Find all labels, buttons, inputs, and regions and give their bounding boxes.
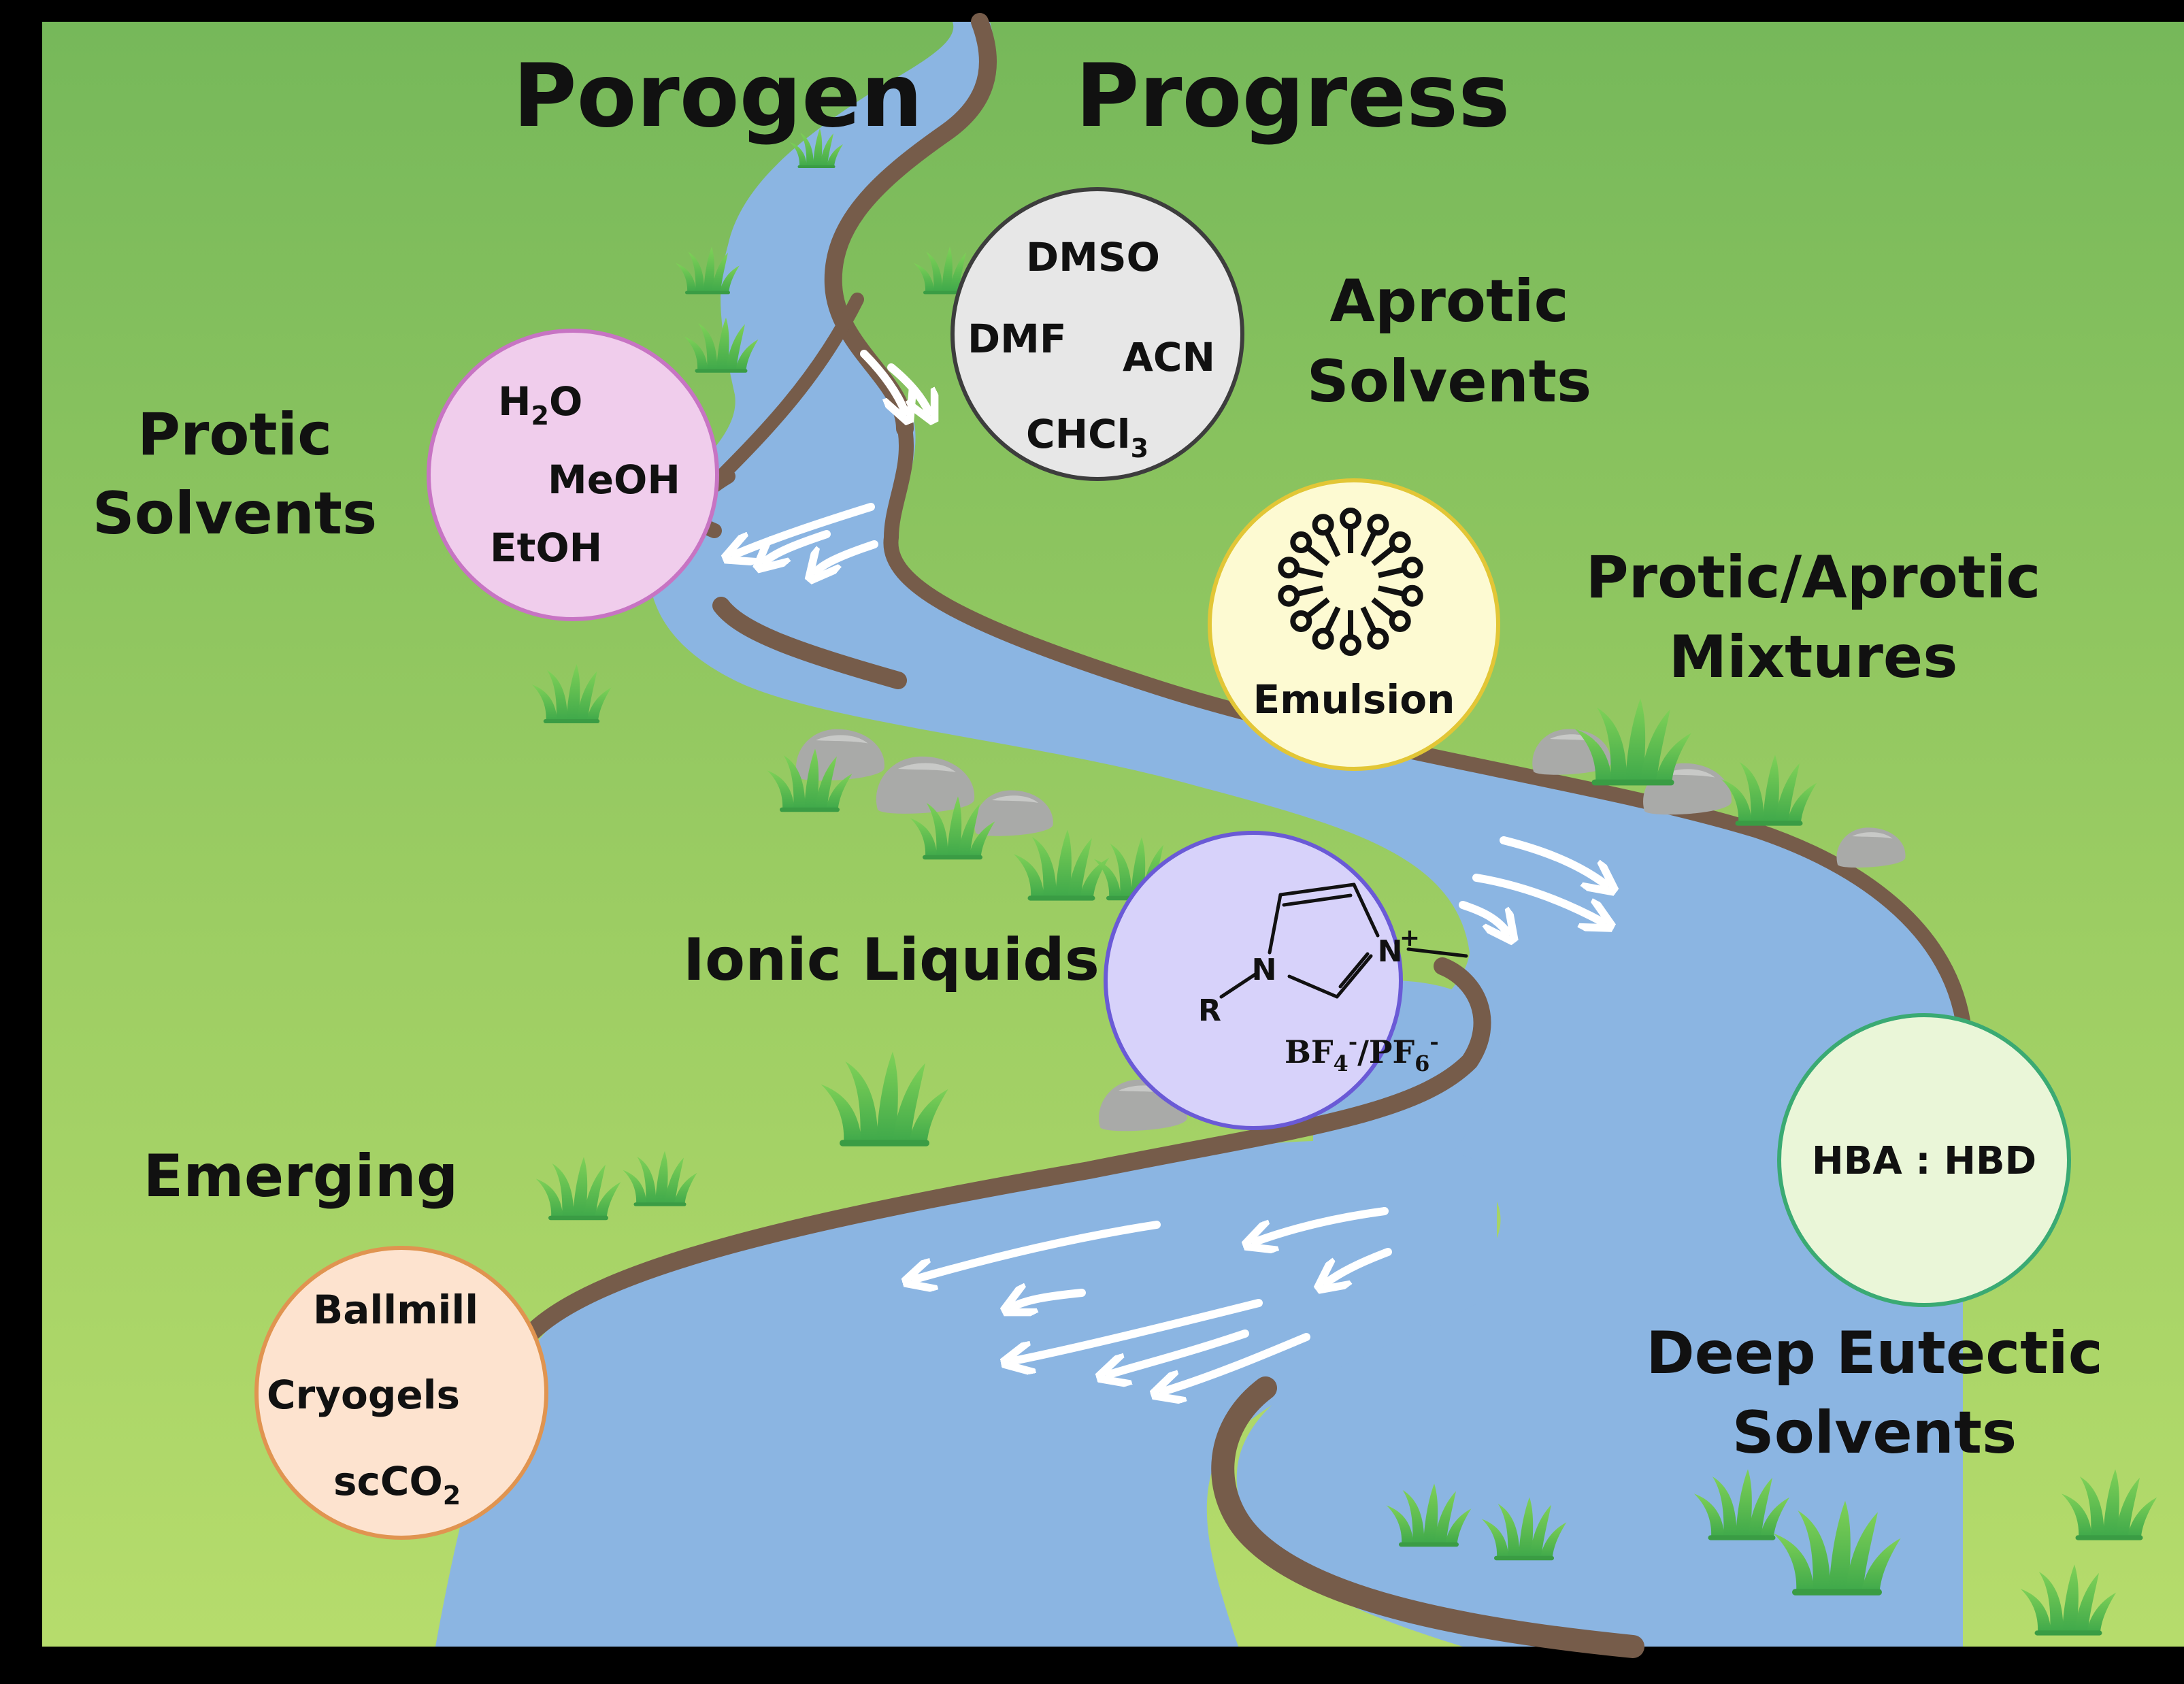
aprotic-chcl3: CHCl3 (1026, 411, 1148, 463)
micelle-icon (1278, 508, 1423, 656)
des-circle (1777, 1013, 2071, 1307)
micelle-head (1278, 584, 1300, 607)
micelle-head (1389, 610, 1411, 632)
aprotic-label-line1: Aprotic (1329, 267, 1568, 335)
micelle-tail (1360, 531, 1377, 557)
aprotic-dmf: DMF (967, 316, 1066, 362)
emerging-scco2: scCO2 (333, 1458, 461, 1510)
micelle-tail (1378, 585, 1404, 597)
ionic-n2: N (1378, 934, 1403, 969)
ionic-r: R (1198, 993, 1221, 1028)
micelle-tail (1360, 606, 1377, 632)
micelle-head (1312, 627, 1334, 650)
micelle-head (1401, 557, 1423, 579)
flow-arrows (735, 350, 1606, 1391)
micelle-tail (1371, 597, 1395, 618)
imidazolium-structure-icon (1219, 882, 1468, 999)
aprotic-label-line2: Solvents (1307, 348, 1591, 416)
micelle-tail (1324, 606, 1341, 632)
protic-water: H2O (498, 378, 582, 431)
protic-aprotic-mixtures: Emulsion Protic/Aprotic Mixtures (1208, 478, 2041, 771)
micelle-head (1290, 610, 1312, 632)
aprotic-circle (950, 187, 1244, 481)
micelle-tail (1371, 545, 1395, 566)
emerging-ballmill: Ballmill (313, 1287, 478, 1333)
protic-label-line1: Protic (137, 401, 332, 469)
des-hba-hbd: HBA : HBD (1812, 1139, 2036, 1183)
micelle-head (1340, 634, 1361, 656)
aprotic-acn: ACN (1123, 334, 1215, 380)
micelle-tail (1297, 585, 1323, 597)
micelle-head (1278, 557, 1300, 579)
micelle-head (1367, 627, 1389, 650)
mixtures-label-line1: Protic/Aprotic (1586, 544, 2041, 612)
emerging: Emerging Ballmill Cryogels scCO2 (144, 1142, 548, 1540)
ionic-n1: N (1252, 953, 1277, 987)
emerging-cryogels: Cryogels (267, 1372, 460, 1418)
micelle-head (1312, 514, 1334, 536)
aprotic-dmso: DMSO (1026, 234, 1160, 280)
ionic-anions: BF4-/PF6- (1285, 1029, 1439, 1076)
micelle-head (1401, 584, 1423, 607)
emerging-circle (254, 1246, 548, 1540)
micelle-head (1340, 508, 1361, 529)
ionic-liquids: Ionic Liquids N N + R BF4-/PF6- (683, 831, 1468, 1130)
des-label-line1: Deep Eutectic (1646, 1319, 2103, 1387)
emulsion-circle (1208, 478, 1500, 771)
micelle-tail (1297, 567, 1323, 578)
micelle-head (1367, 514, 1389, 536)
mixtures-label-line2: Mixtures (1669, 623, 1958, 691)
micelle-tail (1324, 531, 1341, 557)
title-porogen: Porogen (513, 46, 923, 147)
diagram-title: Porogen Progress (513, 46, 1510, 147)
micelle-tail (1306, 545, 1330, 566)
emerging-label: Emerging (144, 1142, 459, 1210)
des-label-line2: Solvents (1732, 1399, 2017, 1467)
deep-eutectic-solvents: HBA : HBD Deep Eutectic Solvents (1646, 1013, 2103, 1467)
ionic-plus: + (1400, 924, 1420, 952)
aprotic-solvents: DMSO DMF ACN CHCl3 Aprotic Solvents (950, 187, 1591, 481)
micelle-tail (1378, 567, 1404, 578)
protic-label-line2: Solvents (93, 480, 377, 548)
title-progress: Progress (1076, 46, 1510, 147)
protic-solvents: Protic Solvents H2O MeOH EtOH (93, 329, 719, 621)
ionic-circle (1104, 831, 1403, 1130)
emulsion-label: Emulsion (1253, 676, 1455, 723)
protic-etoh: EtOH (490, 525, 602, 571)
micelle-tail (1306, 597, 1330, 618)
protic-meoh: MeOH (548, 457, 680, 503)
protic-circle (427, 329, 719, 621)
micelle-head (1389, 531, 1411, 554)
micelle-head (1290, 531, 1312, 554)
ionic-label: Ionic Liquids (683, 926, 1099, 994)
